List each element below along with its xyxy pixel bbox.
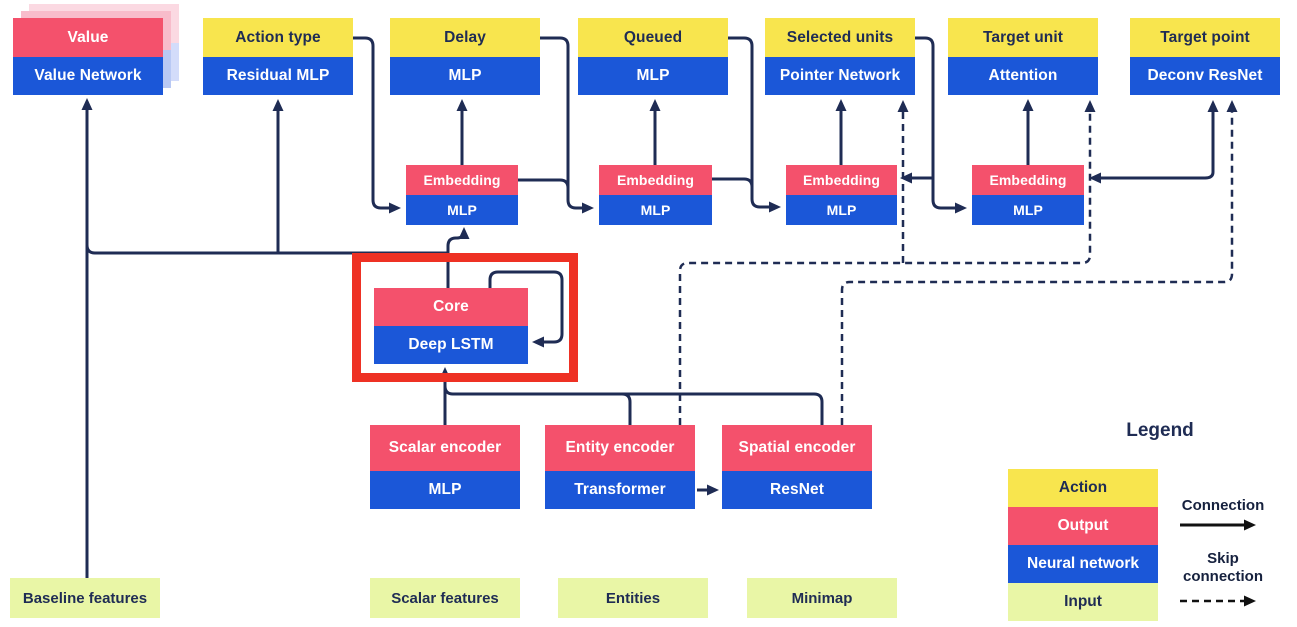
- legend-item-output: Output: [1008, 507, 1158, 545]
- wire-actiontype-to-emb1: [353, 36, 401, 214]
- legend-skip-connection-label: Skip connection: [1182, 550, 1263, 585]
- node-top-label: Value: [13, 18, 163, 57]
- node-top-label: Embedding: [972, 165, 1084, 195]
- node-bottom-label: Attention: [948, 57, 1098, 95]
- node-top-label: Spatial encoder: [722, 425, 872, 471]
- legend-item-action: Action: [1008, 469, 1158, 507]
- node-bottom-label: MLP: [406, 195, 518, 225]
- node-bottom-label: MLP: [786, 195, 897, 225]
- node-bottom-label: ResNet: [722, 471, 872, 509]
- node-bottom-label: MLP: [599, 195, 712, 225]
- core-highlight-box: [352, 253, 578, 382]
- node-top-label: Scalar encoder: [370, 425, 520, 471]
- node-bottom-label: Deconv ResNet: [1130, 57, 1280, 95]
- node-bottom-label: MLP: [972, 195, 1084, 225]
- wire-core-left-branch: [85, 244, 448, 255]
- node-top-label: Embedding: [406, 165, 518, 195]
- wire-queued-to-emb3: [728, 36, 781, 213]
- legend-connection-label: Connection: [1181, 497, 1265, 514]
- node-bottom-label: Pointer Network: [765, 57, 915, 95]
- wire-selected-to-emb4: [915, 36, 967, 214]
- wire-core-self-loop: [488, 270, 564, 348]
- legend-title: Legend: [1126, 420, 1194, 441]
- node-top-label: Target point: [1130, 18, 1280, 57]
- node-bottom-label: Transformer: [545, 471, 695, 509]
- input-scalar-features: Scalar features: [370, 578, 520, 618]
- node-bottom-label: Deep LSTM: [374, 326, 528, 364]
- wire-delay-to-emb2: [540, 36, 594, 214]
- node-bottom-label: Value Network: [13, 57, 163, 95]
- wire-spatial-merge: [443, 384, 824, 425]
- wire-entity-merge: [606, 392, 632, 425]
- node-bottom-label: MLP: [578, 57, 728, 95]
- node-bottom-label: MLP: [390, 57, 540, 95]
- node-top-label: Entity encoder: [545, 425, 695, 471]
- legend-item-neural-network: Neural network: [1008, 545, 1158, 583]
- node-top-label: Core: [374, 288, 528, 326]
- node-top-label: Embedding: [786, 165, 897, 195]
- wire-emb4-deconv-down: [1089, 171, 1215, 184]
- wire-skip-entity-to-attention: [678, 100, 1096, 425]
- node-top-label: Delay: [390, 18, 540, 57]
- node-bottom-label: MLP: [370, 471, 520, 509]
- wire-emb1-exit: [518, 178, 570, 195]
- node-bottom-label: Residual MLP: [203, 57, 353, 95]
- node-top-label: Embedding: [599, 165, 712, 195]
- wire-skip-spatial-to-deconv: [840, 100, 1238, 425]
- legend-item-input: Input: [1008, 583, 1158, 621]
- input-baseline-features: Baseline features: [10, 578, 160, 618]
- node-top-label: Action type: [203, 18, 353, 57]
- node-top-label: Selected units: [765, 18, 915, 57]
- node-top-label: Target unit: [948, 18, 1098, 57]
- node-top-label: Queued: [578, 18, 728, 57]
- input-minimap: Minimap: [747, 578, 897, 618]
- wire-emb2-exit: [712, 177, 754, 194]
- wire-core-to-emb1: [446, 227, 470, 288]
- input-entities: Entities: [558, 578, 708, 618]
